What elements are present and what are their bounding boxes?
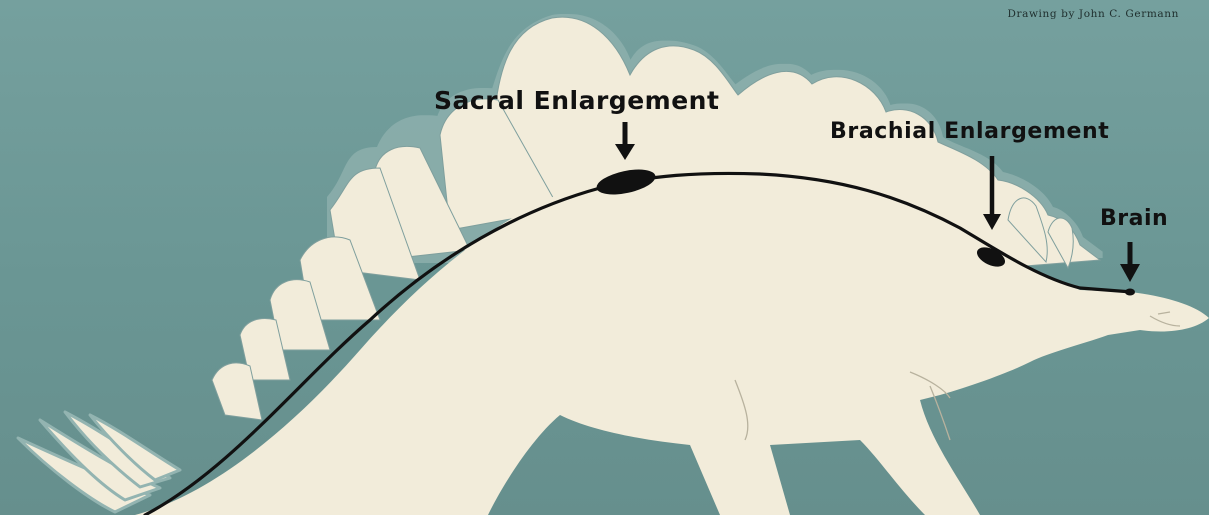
brain-arrow bbox=[1120, 242, 1140, 282]
brain-marker bbox=[1125, 289, 1135, 296]
tail-spikes bbox=[18, 412, 180, 512]
sacral-enlargement-label: Sacral Enlargement bbox=[434, 86, 719, 115]
credit-line: Drawing by John C. Germann bbox=[1007, 8, 1179, 20]
brain-label: Brain bbox=[1100, 206, 1168, 231]
brachial-enlargement-label: Brachial Enlargement bbox=[830, 119, 1109, 144]
